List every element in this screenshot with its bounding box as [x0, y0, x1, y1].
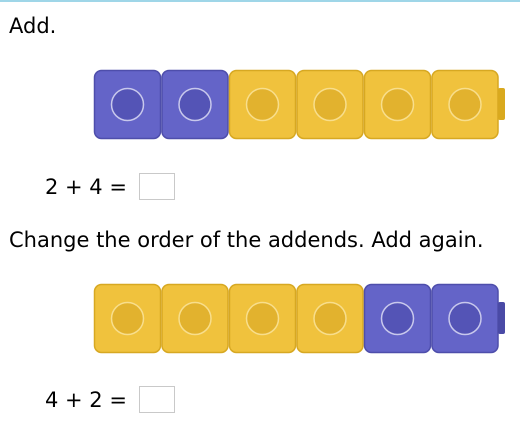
prompt-text: Add. — [9, 14, 57, 38]
cube-connector-nub — [498, 88, 505, 120]
answer-input-1[interactable] — [139, 173, 175, 200]
yellow-cube — [363, 69, 432, 140]
answer-input-2[interactable] — [139, 386, 175, 413]
purple-cube — [431, 283, 499, 354]
equation-1-text: 2 + 4 = — [45, 175, 127, 199]
yellow-cube — [93, 283, 162, 354]
cube-train-2 — [93, 283, 514, 356]
purple-cube — [161, 69, 229, 140]
instruction-text: Change the order of the addends. Add aga… — [9, 228, 484, 252]
cube-train-1 — [93, 69, 514, 142]
yellow-cube — [228, 69, 297, 140]
cube-train-2-graphic — [93, 283, 505, 354]
cube-connector-nub — [498, 302, 505, 334]
yellow-cube — [431, 69, 499, 140]
yellow-cube — [296, 69, 364, 140]
cube-train-1-graphic — [93, 69, 505, 140]
yellow-cube — [296, 283, 364, 354]
equation-2-text: 4 + 2 = — [45, 388, 127, 412]
yellow-cube — [228, 283, 297, 354]
top-border-line — [0, 0, 520, 2]
purple-cube — [93, 69, 162, 140]
purple-cube — [363, 283, 432, 354]
yellow-cube — [161, 283, 229, 354]
